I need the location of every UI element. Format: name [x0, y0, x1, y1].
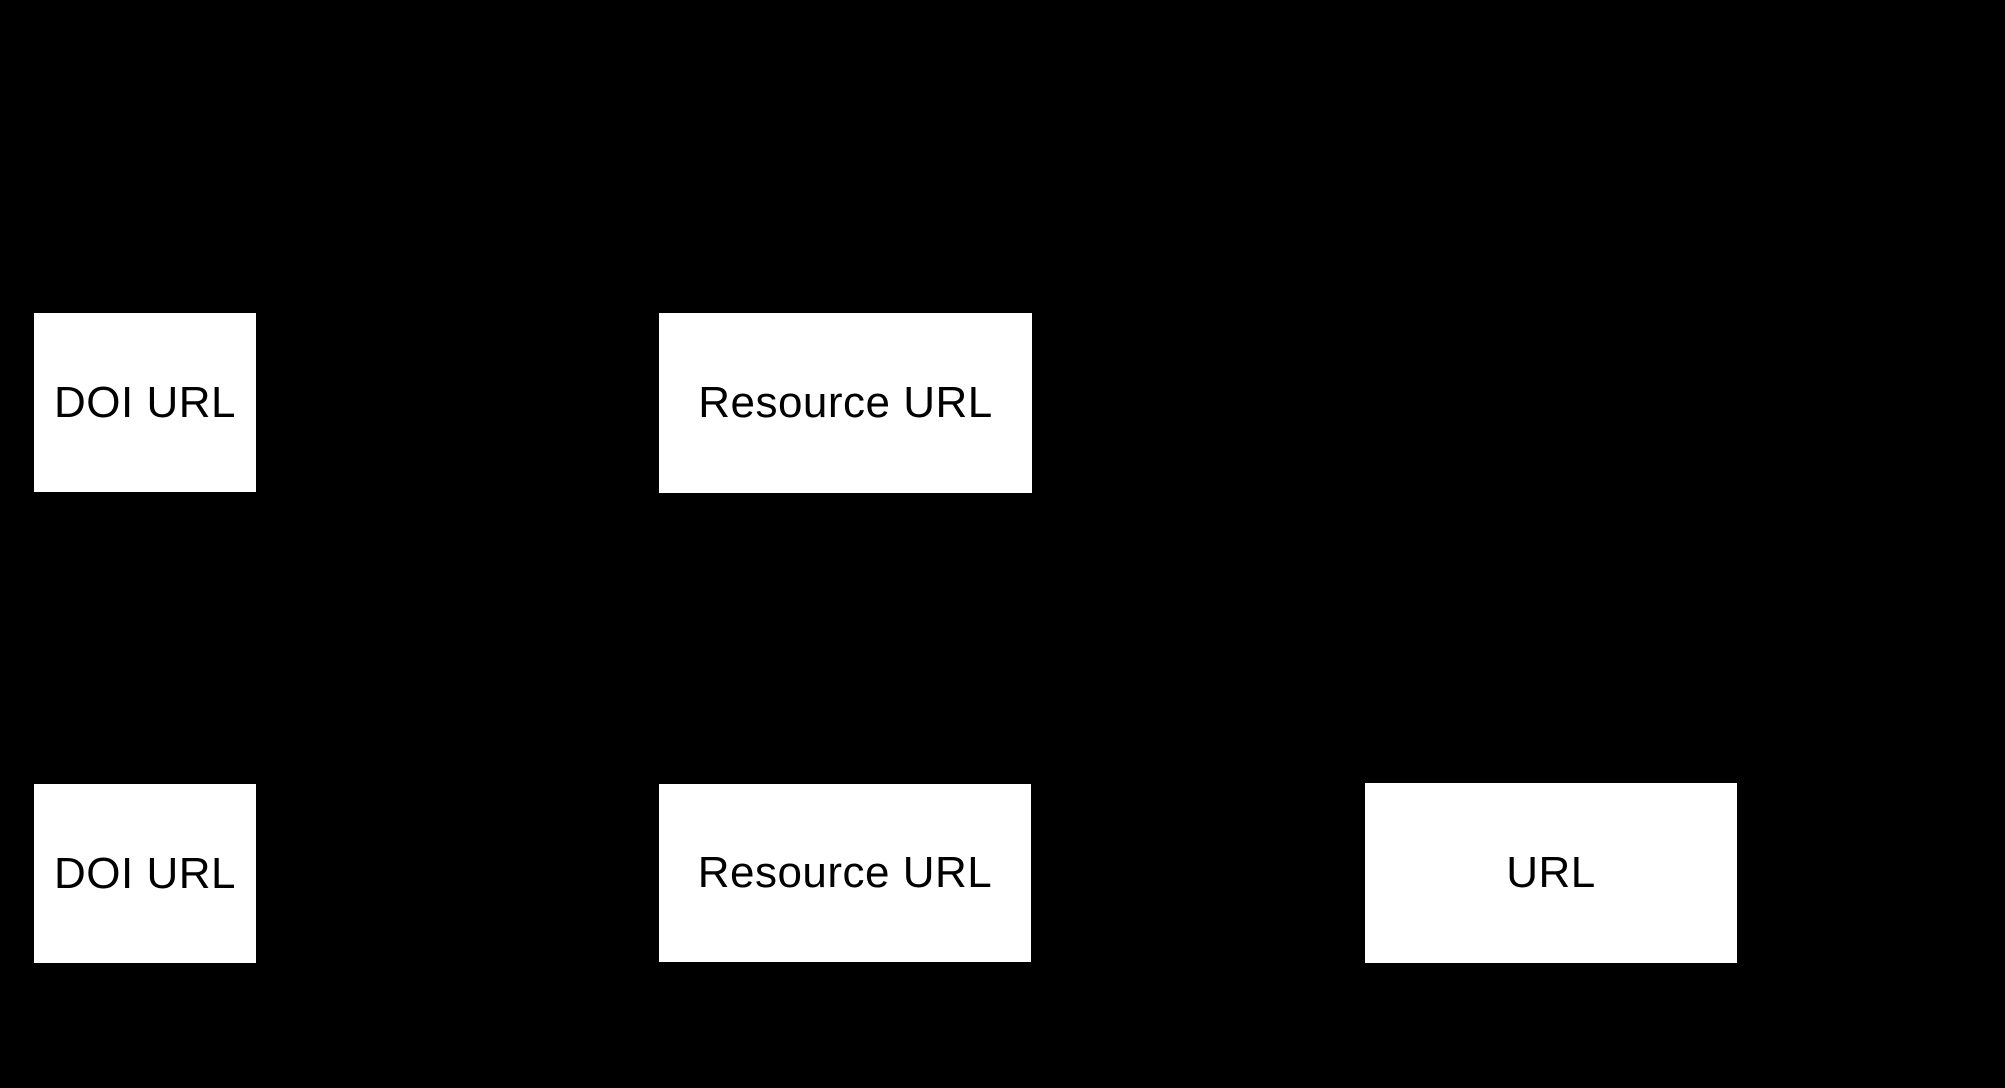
node-resource-url-top: Resource URL	[659, 313, 1032, 493]
node-label: Resource URL	[698, 378, 993, 427]
node-label: URL	[1506, 848, 1596, 897]
node-label: DOI URL	[54, 848, 236, 898]
node-resource-url-bottom: Resource URL	[659, 784, 1031, 962]
node-doi-url-bottom: DOI URL	[34, 784, 256, 963]
node-url-bottom: URL	[1365, 783, 1737, 963]
node-doi-url-top: DOI URL	[34, 313, 256, 492]
node-label: DOI URL	[54, 377, 236, 427]
node-label: Resource URL	[697, 848, 993, 897]
